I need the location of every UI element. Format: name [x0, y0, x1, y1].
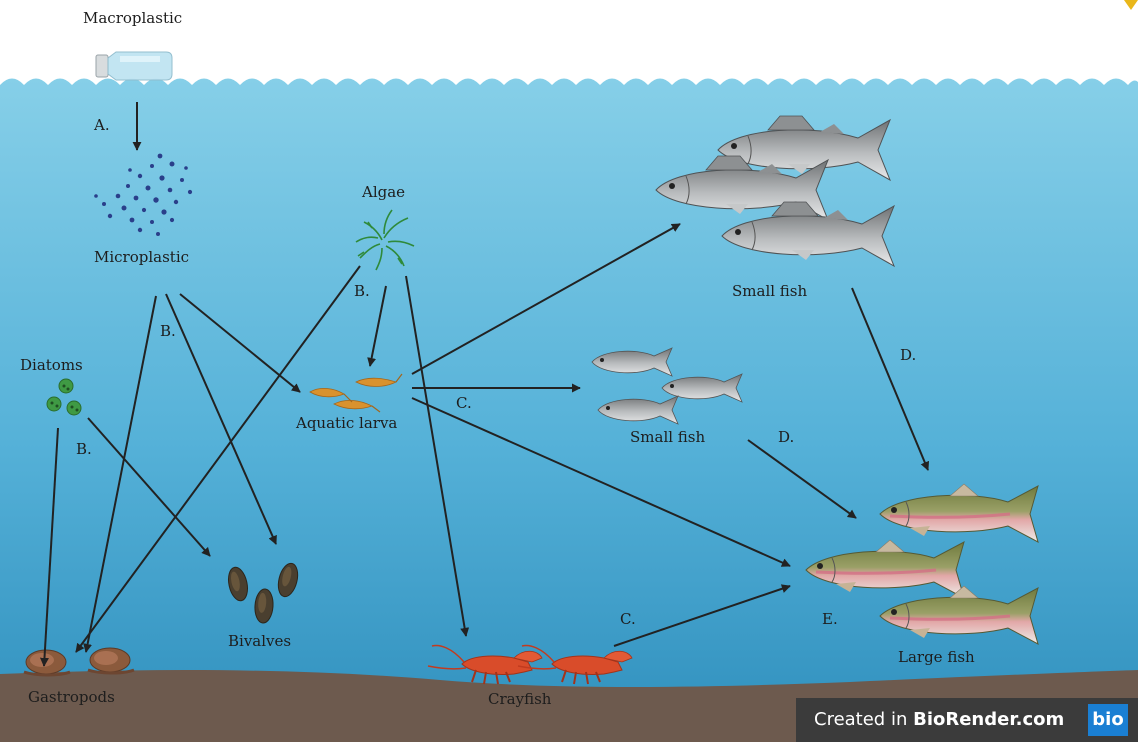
small-fish-top-label: Small fish [732, 282, 807, 300]
step-label-e: E. [822, 610, 838, 628]
small-fish-mid-label: Small fish [630, 428, 705, 446]
aquatic-larva-label: Aquatic larva [296, 414, 397, 432]
biorender-logo-icon: bio [1088, 704, 1128, 736]
step-label-b-algae: B. [354, 282, 370, 300]
step-label-c-larva: C. [456, 394, 472, 412]
watermark-brand: BioRender.com [913, 709, 1064, 730]
diatoms-label: Diatoms [20, 356, 83, 374]
step-label-c-crayfish: C. [620, 610, 636, 628]
step-label-a: A. [94, 116, 110, 134]
step-label-b-microplastic: B. [160, 322, 176, 340]
gastropods-label: Gastropods [28, 688, 115, 706]
corner-marker [1124, 0, 1138, 10]
step-label-d-mid: D. [778, 428, 794, 446]
step-label-b-diatoms: B. [76, 440, 92, 458]
microplastic-label: Microplastic [94, 248, 189, 266]
macroplastic-label: Macroplastic [83, 9, 182, 27]
water-body [0, 79, 1138, 743]
algae-label: Algae [362, 183, 405, 201]
large-fish-label: Large fish [898, 648, 975, 666]
watermark-text: Created in BioRender.com [814, 709, 1064, 730]
bivalves-label: Bivalves [228, 632, 291, 650]
step-label-d-top: D. [900, 346, 916, 364]
bottle-icon [96, 52, 172, 80]
watermark-prefix: Created in [814, 709, 913, 730]
crayfish-label: Crayfish [488, 690, 551, 708]
biorender-watermark[interactable]: Created in BioRender.com bio [796, 698, 1138, 742]
